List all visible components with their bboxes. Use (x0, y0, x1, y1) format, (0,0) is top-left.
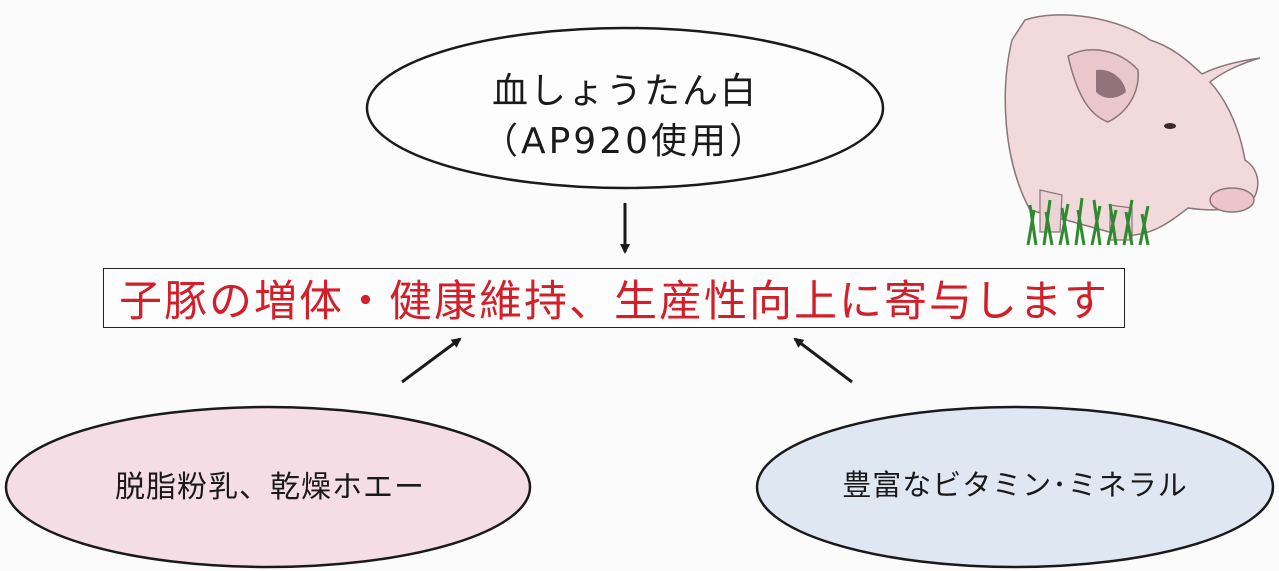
left-node-ellipse (4, 405, 532, 569)
headline-box: 子豚の増体・健康維持、生産性向上に寄与します (103, 268, 1125, 328)
top-node-ellipse (365, 26, 885, 190)
pig-on-grass-icon (1004, 14, 1261, 246)
headline-text: 子豚の増体・健康維持、生産性向上に寄与します (119, 277, 1109, 327)
left-node-label: 脱脂粉乳、乾燥ホエー (115, 470, 425, 505)
arrow-left-to-headline (401, 337, 462, 384)
top-node-line2: （AP920使用） (481, 121, 769, 162)
arrow-right-to-headline (793, 337, 853, 384)
top-node-line1: 血しょうたん白 (491, 71, 758, 112)
right-node-ellipse (755, 405, 1275, 569)
right-node-label: 豊富なビタミン･ミネラル (842, 468, 1188, 502)
